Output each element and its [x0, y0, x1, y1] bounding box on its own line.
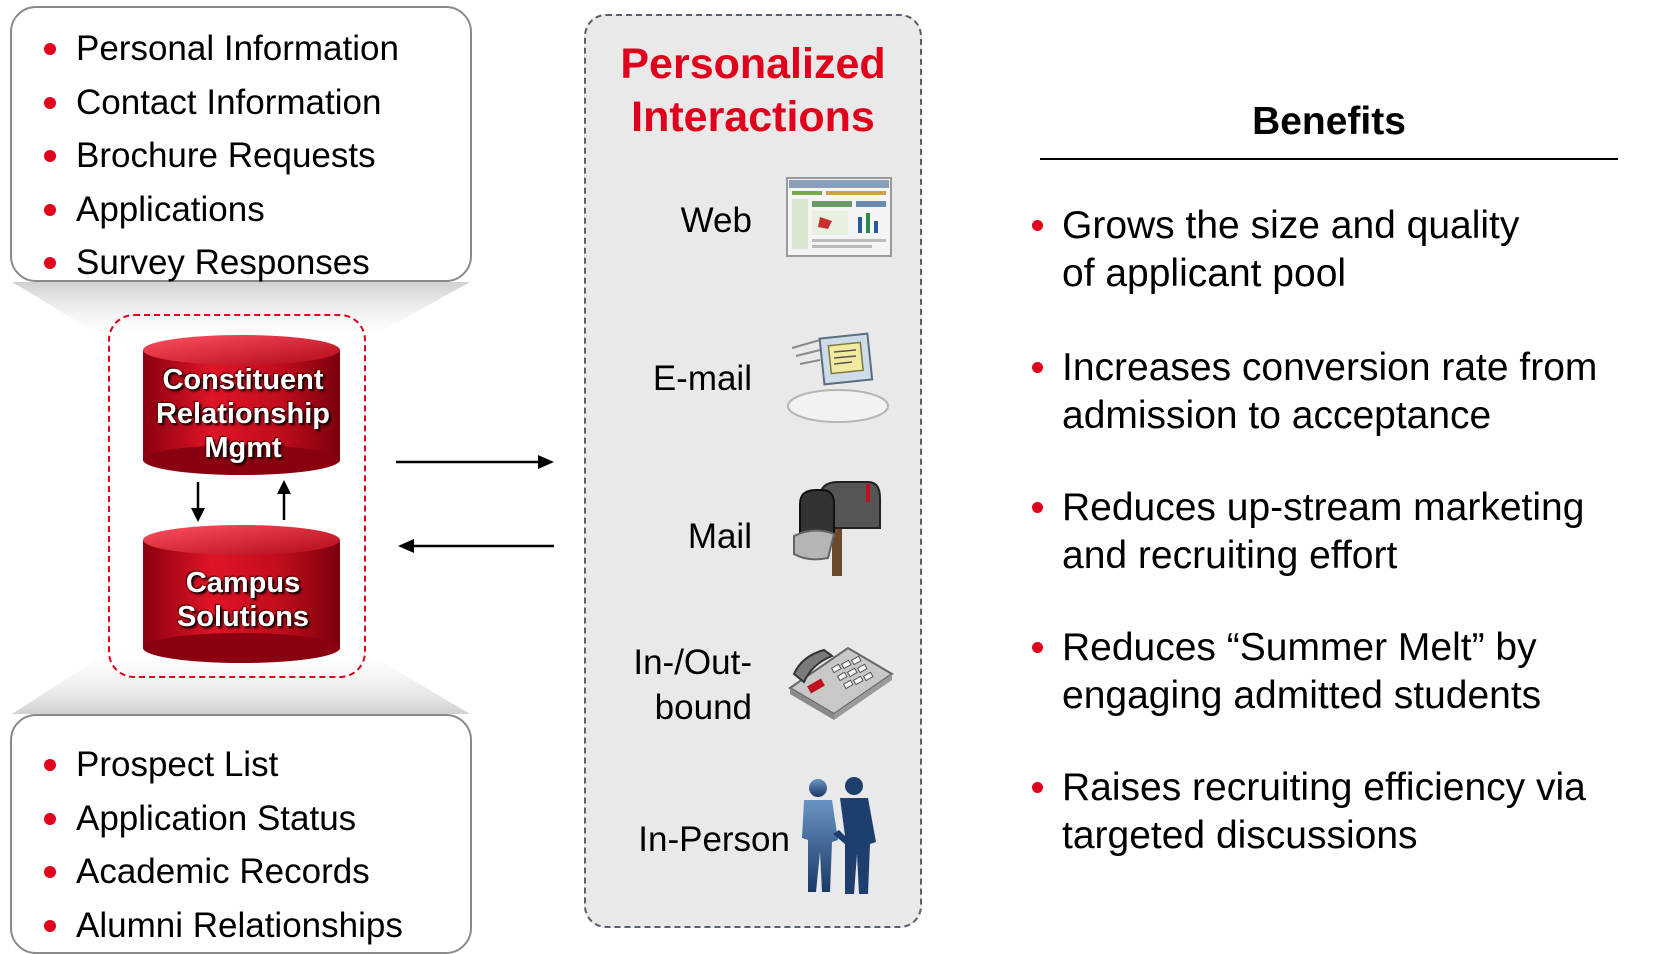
input-item: Survey Responses — [32, 236, 399, 290]
telephone-icon — [788, 646, 894, 720]
campus-solutions-label: Campus Solutions — [176, 567, 310, 633]
input-data-box: Personal Information Contact Information… — [10, 6, 472, 282]
campus-database-cylinder — [143, 525, 340, 663]
channel-label-phone: In-/Out- bound — [633, 643, 752, 727]
input-item: Personal Information — [32, 22, 399, 76]
output-data-box: Prospect List Application Status Academi… — [10, 714, 472, 954]
right-arrow-icon — [396, 455, 554, 469]
output-item: Application Status — [32, 792, 403, 846]
input-item: Applications — [32, 183, 399, 237]
channel-label-email: E-mail — [652, 359, 752, 398]
benefits-divider — [1040, 158, 1618, 160]
input-item: Brochure Requests — [32, 129, 399, 183]
email-icon — [787, 332, 889, 423]
crm-database-cylinder — [143, 335, 340, 475]
database-group-outline — [108, 314, 366, 678]
web-page-icon — [786, 177, 892, 257]
left-arrow-icon — [398, 539, 554, 553]
interactions-title: Personalized Interactions — [620, 40, 886, 141]
output-item: Alumni Relationships — [32, 899, 403, 953]
mailbox-icon — [793, 481, 881, 576]
interactions-panel — [584, 14, 922, 928]
channel-label-in-person: In-Person — [638, 820, 790, 859]
people-icon — [802, 777, 876, 894]
output-item: Academic Records — [32, 845, 403, 899]
benefits-title: Benefits — [1252, 100, 1406, 143]
down-arrow-icon — [191, 482, 205, 522]
up-arrow-icon — [277, 480, 291, 520]
channel-label-mail: Mail — [687, 517, 752, 556]
output-item: Prospect List — [32, 738, 403, 792]
crm-database-label: Constituent Relationship Mgmt — [155, 364, 330, 464]
input-item: Contact Information — [32, 76, 399, 130]
channel-label-web: Web — [680, 201, 752, 240]
